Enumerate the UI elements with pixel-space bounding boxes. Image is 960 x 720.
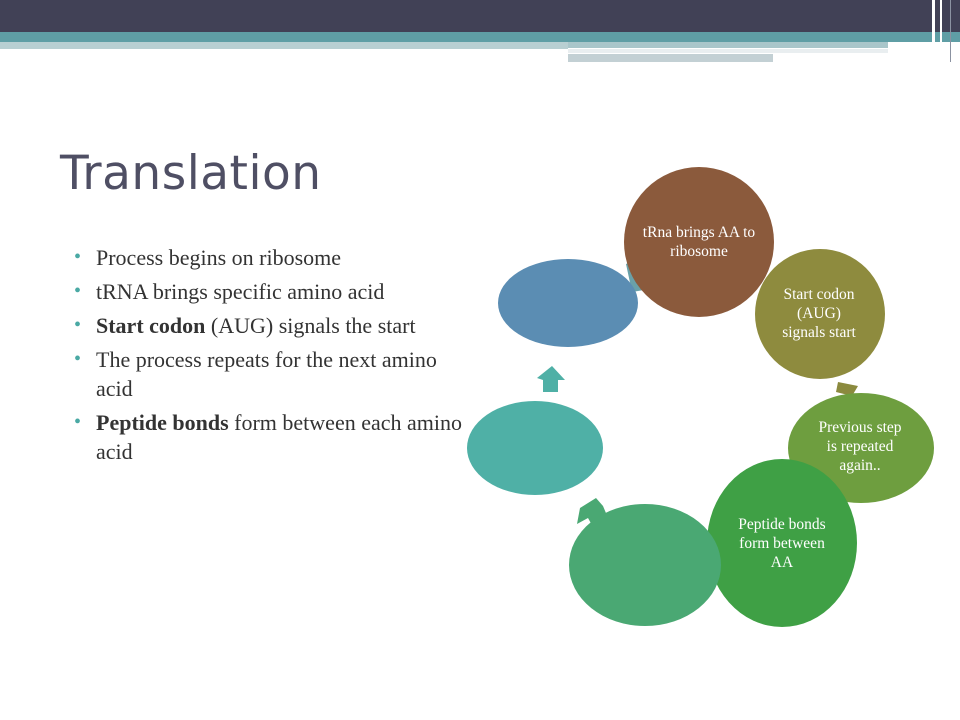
accent-stripe-white — [568, 49, 888, 53]
bullet-dot-icon: • — [74, 411, 82, 433]
bullet-text: The process repeats for the next amino a… — [96, 347, 437, 401]
cycle-node-label: Previous step is repeated again.. — [818, 418, 902, 474]
slide-title: Translation — [60, 146, 322, 201]
bullet-text: (AUG) signals the start — [205, 313, 416, 338]
bullet-dot-icon: • — [74, 348, 82, 370]
cycle-node-2 — [755, 249, 885, 379]
cycle-node-1 — [624, 167, 774, 317]
cycle-node-6 — [467, 401, 603, 495]
accent-stripe-pale — [0, 42, 568, 49]
bullet-text: tRNA brings specific amino acid — [96, 279, 385, 304]
accent-stripe-pale-right — [568, 42, 888, 48]
cycle-node-4 — [707, 459, 857, 627]
bullet-bold: Start codon — [96, 313, 206, 338]
bullet-list: • Process begins on ribosome • tRNA brings… — [74, 243, 474, 471]
arrow-icon — [836, 382, 858, 396]
bullet-item: • Process begins on ribosome — [74, 243, 474, 272]
cycle-node-label: tRna brings AA to ribosome — [642, 224, 756, 260]
corner-line — [932, 0, 935, 62]
bullet-item: • tRNA brings specific amino acid — [74, 277, 474, 306]
arrow-icon — [537, 366, 565, 392]
bullet-text: form between each amino acid — [96, 410, 462, 464]
bullet-item: • Peptide bonds form between each amino a… — [74, 408, 474, 466]
bullet-dot-icon: • — [74, 280, 82, 302]
accent-stripe-gray — [568, 54, 773, 62]
cycle-node-label: Start codon (AUG) signals start — [782, 285, 856, 341]
cycle-node-label: Peptide bonds form between AA — [738, 515, 826, 571]
bullet-item: • The process repeats for the next amino … — [74, 345, 474, 403]
bullet-bold: Peptide bonds — [96, 410, 229, 435]
bullet-dot-icon: • — [74, 314, 82, 336]
corner-line — [950, 0, 951, 62]
bullet-text: Process begins on ribosome — [96, 245, 342, 270]
accent-stripe-teal — [0, 32, 960, 42]
cycle-node-7 — [498, 259, 638, 347]
top-bar — [0, 0, 960, 32]
corner-line — [940, 0, 942, 62]
bullet-dot-icon: • — [74, 246, 82, 268]
bullet-item: • Start codon (AUG) signals the start — [74, 311, 474, 340]
cycle-node-5 — [569, 504, 721, 626]
